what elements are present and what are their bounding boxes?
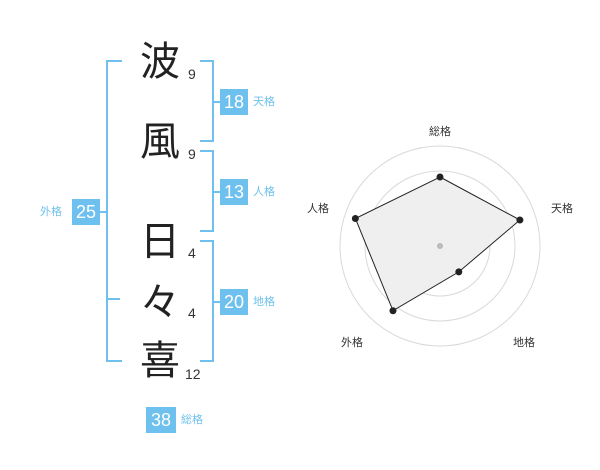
stroke-count-3: 4 bbox=[188, 245, 196, 261]
gaikaku-bracket-stub bbox=[98, 211, 106, 213]
axis-label-soukaku: 総格 bbox=[429, 124, 451, 138]
chikaku-bracket bbox=[200, 240, 214, 362]
gaikaku-bracket bbox=[106, 60, 122, 362]
gaikaku-label: 外格 bbox=[40, 205, 62, 218]
stroke-count-4: 4 bbox=[188, 305, 196, 321]
name-char-4: 々 bbox=[140, 280, 180, 326]
gaikaku-badge: 25 bbox=[72, 199, 100, 225]
chikaku-stub bbox=[214, 301, 220, 303]
stroke-count-1: 9 bbox=[188, 66, 196, 82]
tenkaku-stub bbox=[214, 101, 220, 103]
tenkaku-badge: 18 bbox=[220, 89, 248, 115]
tenkaku-bracket bbox=[200, 60, 214, 142]
axis-label-chikaku: 地格 bbox=[513, 335, 535, 349]
name-char-1: 波 bbox=[140, 39, 180, 85]
axis-label-gaikaku: 外格 bbox=[341, 335, 363, 349]
radar-polygon bbox=[354, 176, 521, 312]
tenkaku-label: 天格 bbox=[253, 95, 275, 108]
radar-chart: 総格 天格 地格 外格 人格 bbox=[307, 124, 573, 349]
radar-ring bbox=[364, 170, 516, 322]
chikaku-label: 地格 bbox=[253, 295, 275, 308]
radar-point-4 bbox=[351, 214, 359, 222]
stroke-count-5: 12 bbox=[185, 366, 201, 382]
name-char-2: 風 bbox=[140, 119, 180, 165]
jinkaku-label: 人格 bbox=[253, 185, 275, 198]
radar-center bbox=[437, 243, 443, 249]
jinkaku-bracket bbox=[200, 150, 214, 232]
radar-point-2 bbox=[455, 268, 463, 276]
radar-point-0 bbox=[436, 173, 444, 181]
radar-point-3 bbox=[389, 307, 397, 315]
soukaku-label: 総格 bbox=[181, 413, 203, 426]
name-char-3: 日 bbox=[140, 219, 180, 265]
soukaku-badge: 38 bbox=[146, 407, 176, 433]
gaikaku-bracket-mid bbox=[106, 298, 120, 300]
radar-point-1 bbox=[516, 216, 524, 224]
jinkaku-stub bbox=[214, 191, 220, 193]
jinkaku-badge: 13 bbox=[220, 179, 248, 205]
stroke-count-2: 9 bbox=[188, 146, 196, 162]
name-char-5: 喜 bbox=[140, 338, 180, 384]
radar-ring bbox=[339, 145, 541, 347]
axis-label-tenkaku: 天格 bbox=[551, 201, 573, 215]
axis-label-jinkaku: 人格 bbox=[307, 201, 329, 215]
chikaku-badge: 20 bbox=[220, 289, 248, 315]
